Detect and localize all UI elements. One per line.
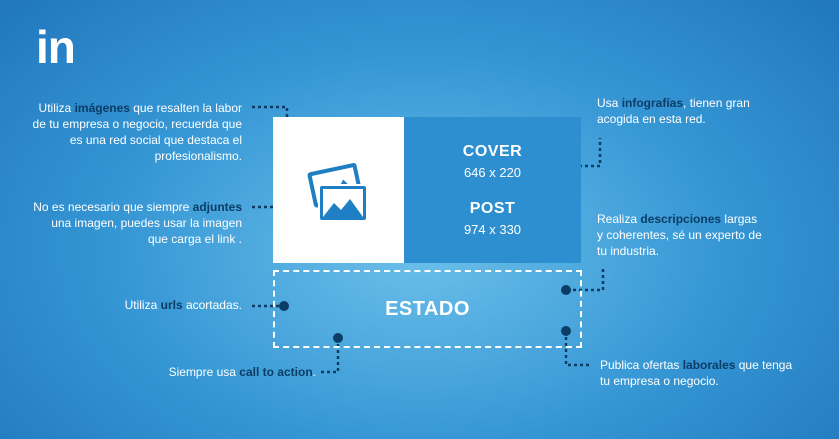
note-attach: No es necesario que siempre adjuntes una… [33, 200, 242, 246]
linkedin-logo: in [36, 21, 76, 73]
dot-jobs [561, 326, 571, 336]
image-preview-panel [273, 117, 404, 263]
size-spec-panel: COVER 646 x 220 POST 974 x 330 [404, 117, 581, 263]
estado-label: ESTADO [385, 297, 470, 320]
cover-label: COVER [462, 143, 523, 160]
note-urls: Utiliza urls acortadas. [124, 298, 242, 312]
estado-box: ESTADO [273, 270, 582, 348]
note-infographics: Usa infografías, tienen gran acogida en … [597, 96, 750, 126]
post-label: POST [469, 200, 516, 217]
connector-descriptions [567, 268, 605, 292]
note-jobs: Publica ofertas laborales que tenga tu e… [600, 358, 793, 388]
dot-descriptions [561, 285, 571, 295]
note-descriptions: Realiza descripciones largas y coherente… [597, 212, 762, 258]
connector-infographics [567, 138, 602, 168]
cover-size: 646 x 220 [463, 165, 522, 180]
post-size: 974 x 330 [463, 222, 522, 237]
dot-urls [279, 301, 289, 311]
picture-stack-icon [307, 163, 368, 222]
note-images: Utiliza imágenes que resalten la labor d… [32, 101, 242, 163]
dot-cta [333, 333, 343, 343]
note-cta: Siempre usa call to action. [168, 365, 316, 379]
